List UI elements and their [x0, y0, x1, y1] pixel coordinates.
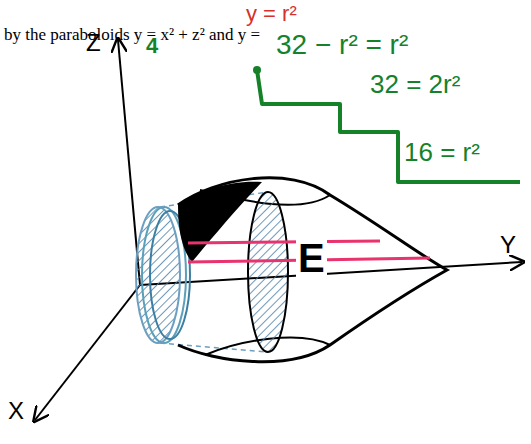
handwritten-equation: 32 = 2r²: [370, 70, 460, 99]
handwritten-equation: 32 − r² = r²: [276, 30, 408, 61]
radius-label: 4: [146, 34, 158, 58]
axis-label: Z: [86, 30, 101, 56]
axis-label: Y: [500, 232, 516, 258]
solid-outline: [178, 178, 447, 362]
intersection-curve: [200, 190, 330, 355]
green-step: [257, 70, 520, 182]
pink-line: [188, 241, 380, 243]
y-axis: [140, 262, 522, 285]
printed-text: by the paraboloids y = x² + z² and y =: [4, 26, 260, 45]
region-label: E: [296, 236, 327, 280]
cross-section: [248, 192, 288, 352]
axis-label: X: [8, 398, 24, 424]
x-axis: [35, 285, 140, 420]
handwritten-equation: y = r²: [246, 2, 297, 26]
handwritten-equation: 16 = r²: [404, 138, 480, 167]
